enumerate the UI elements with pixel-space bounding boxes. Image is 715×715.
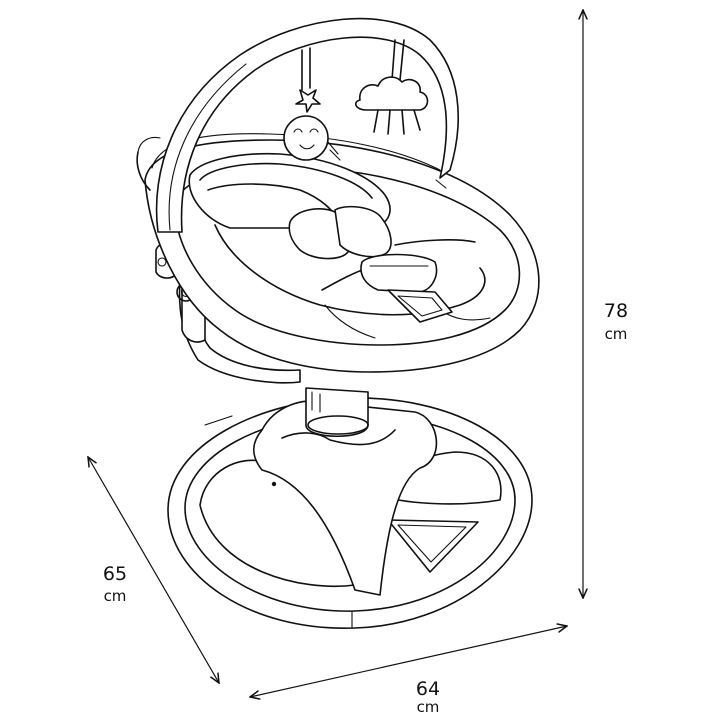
safety-harness <box>288 205 476 323</box>
height-unit: cm <box>605 325 628 343</box>
width-value: 64 <box>416 678 440 700</box>
depth-value: 65 <box>103 563 127 585</box>
cloud-toy-icon <box>354 39 429 135</box>
width-label: 64 cm <box>416 678 440 715</box>
height-label: 78 cm <box>604 300 628 343</box>
height-value: 78 <box>604 300 628 322</box>
dimension-lines <box>88 10 583 697</box>
toy-bar-arch <box>155 17 459 233</box>
width-dimension-line <box>250 626 567 697</box>
baby-swing-icon <box>136 17 540 629</box>
star-toy-icon <box>283 47 341 161</box>
depth-dimension-line <box>88 457 219 683</box>
width-unit: cm <box>417 698 440 715</box>
depth-label: 65 cm <box>103 563 127 605</box>
swing-motor-housing <box>252 387 438 596</box>
depth-unit: cm <box>104 587 127 605</box>
